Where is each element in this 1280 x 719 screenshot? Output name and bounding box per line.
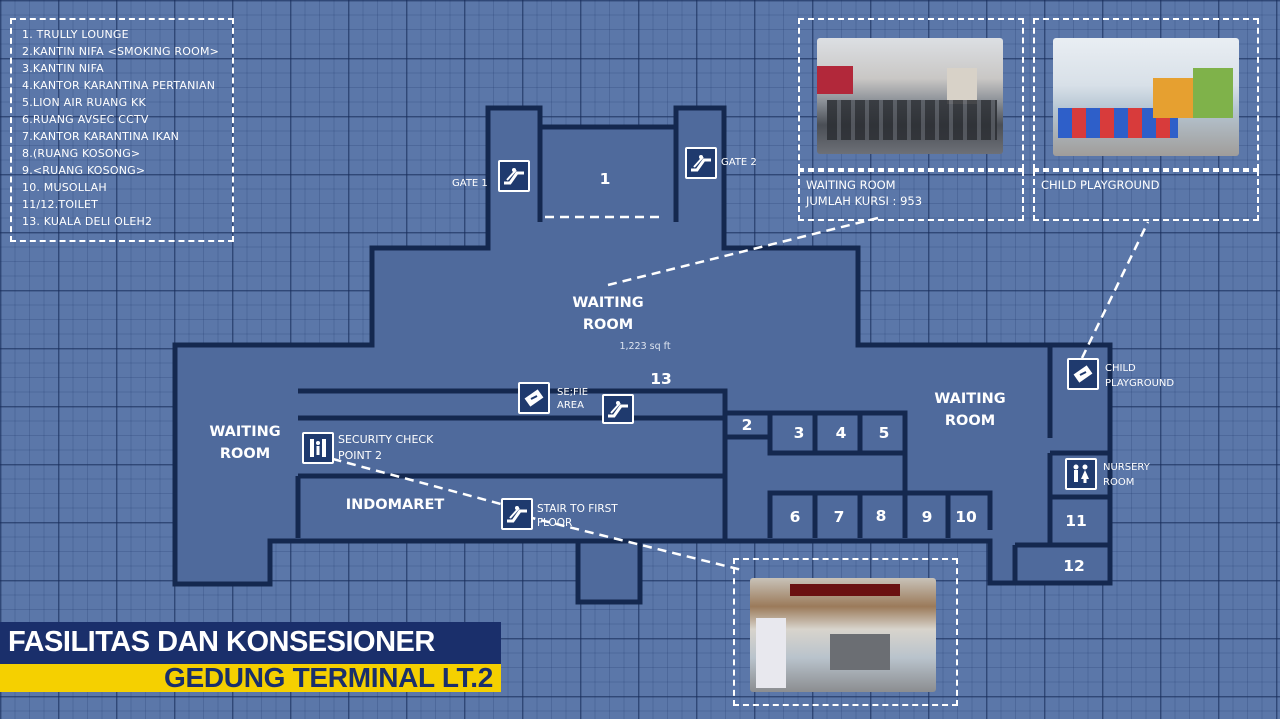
stair-label: STAIR TO FIRST FLOOR [537, 503, 618, 529]
gate-1-label: GATE 1 [452, 178, 488, 189]
dashed-lines [317, 215, 1150, 572]
room-3-label: 3 [793, 424, 805, 442]
title-bar: FASILITAS DAN KONSESIONER [0, 622, 501, 664]
room-12-label: 12 [1063, 557, 1085, 575]
legend-item: 13. KUALA DELI OLEH2 [22, 215, 153, 228]
legend-item: 1. TRULLY LOUNGE [22, 28, 129, 41]
legend-item: 2.KANTIN NIFA <SMOKING ROOM> [22, 45, 220, 58]
waiting-room-photo-panel [798, 18, 1024, 170]
waiting-room-photo [817, 38, 1003, 154]
nursery-icon [1065, 458, 1097, 490]
waiting-room-caption: WAITING ROOM JUMLAH KURSI : 953 [806, 178, 923, 208]
room-10-label: 10 [955, 508, 977, 526]
room-8-label: 8 [875, 507, 887, 525]
title-line-1: FASILITAS DAN KONSESIONER [8, 626, 435, 658]
child-playground-photo [1053, 38, 1239, 156]
legend-item: 8.(RUANG KOSONG> [22, 147, 141, 160]
security-gate-icon [302, 432, 334, 464]
room-9-label: 9 [921, 508, 933, 526]
legend-box: 1. TRULLY LOUNGE 2.KANTIN NIFA <SMOKING R… [10, 18, 234, 242]
area-label: 1,223 sq ft [619, 341, 671, 352]
legend-item: 4.KANTOR KARANTINA PERTANIAN [22, 79, 216, 92]
waiting-room-left-label: WAITING ROOM [209, 424, 281, 462]
room-7-label: 7 [833, 508, 845, 526]
room-2-label: 2 [741, 416, 753, 434]
stair-escalator-icon [501, 498, 533, 530]
legend-item: 6.RUANG AVSEC CCTV [22, 113, 149, 126]
nursery-label: NURSERY ROOM [1103, 462, 1150, 488]
room-11-label: 11 [1065, 512, 1087, 530]
security-photo-panel [733, 558, 958, 706]
room-5-label: 5 [878, 424, 890, 442]
legend-item: 11/12.TOILET [22, 198, 99, 211]
child-playground-photo-panel [1033, 18, 1259, 170]
title-line-2: GEDUNG TERMINAL LT.2 [164, 662, 493, 693]
selfie-area-label: SE;FIE AREA [557, 387, 589, 411]
legend-item: 7.KANTOR KARANTINA IKAN [22, 130, 180, 143]
indomaret-label: INDOMARET [345, 497, 445, 513]
legend-item: 10. MUSOLLAH [22, 181, 107, 194]
room-6-label: 6 [789, 508, 801, 526]
waiting-room-right-label: WAITING ROOM [934, 391, 1006, 429]
subtitle-bar: GEDUNG TERMINAL LT.2 [0, 662, 501, 693]
room-1-label: 1 [599, 170, 611, 188]
child-playground-caption: CHILD PLAYGROUND [1041, 178, 1160, 192]
waiting-room-center-label: WAITING ROOM [572, 295, 644, 333]
legend-item: 3.KANTIN NIFA [22, 62, 104, 75]
child-playground-caption-box [1033, 170, 1259, 221]
security-check-label: SECURITY CHECK POINT 2 [338, 433, 434, 462]
selfie-area-ticket-icon [518, 382, 550, 414]
room-4-label: 4 [835, 424, 847, 442]
legend-item: 9.<RUANG KOSONG> [22, 164, 146, 177]
gate-2-escalator-icon [685, 147, 717, 179]
gate-1-escalator-icon [498, 160, 530, 192]
child-playground-ticket-icon [1067, 358, 1099, 390]
security-check-photo [750, 578, 936, 692]
escalator-icon [602, 394, 634, 424]
legend-item: 5.LION AIR RUANG KK [22, 96, 146, 109]
walls [295, 127, 1110, 583]
waiting-room-caption-box [798, 170, 1024, 221]
child-playground-label: CHILD PLAYGROUND [1105, 363, 1175, 389]
gate-2-label: GATE 2 [721, 157, 757, 168]
room-13-label: 13 [650, 370, 672, 388]
